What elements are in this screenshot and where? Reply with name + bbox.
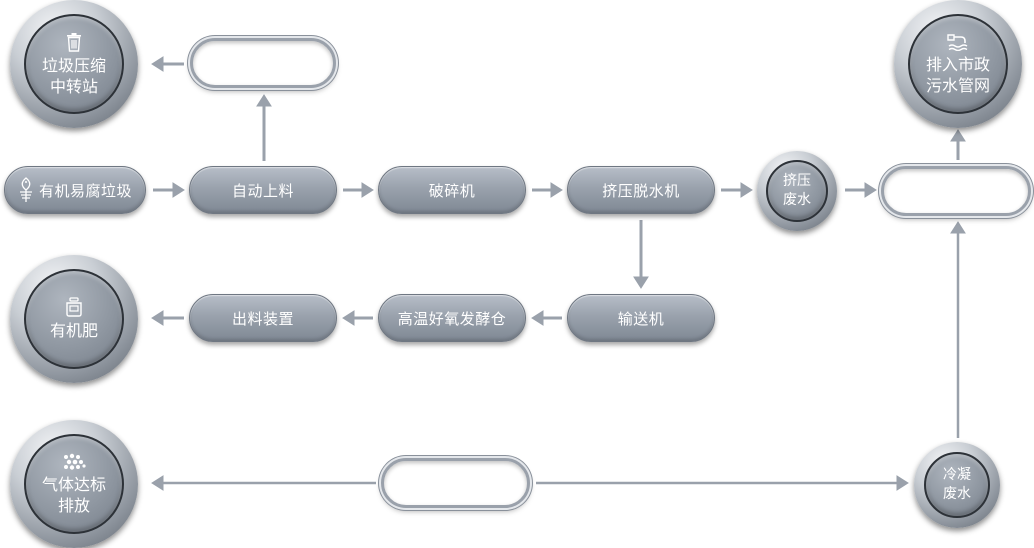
crusher-label: 破碎机 [428, 181, 476, 200]
fertilizer-pot-icon [64, 297, 84, 317]
transfer-station-label-line2: 中转站 [49, 76, 98, 96]
municipal-sewer-label-line2: 污水管网 [925, 75, 990, 95]
conveyor-label: 输送机 [617, 309, 665, 328]
press-wastewater-node: 挤压 废水 [757, 151, 837, 231]
arrow-press-to-wastewater [721, 182, 753, 198]
fish-bone-icon [18, 177, 34, 203]
condensed-wastewater-node: 冷凝 废水 [914, 442, 1000, 528]
transfer-station-label-line1: 垃圾压缩 [41, 55, 106, 75]
arrow-bottom-to-gas [151, 475, 376, 491]
arrow-box-to-sewer [950, 129, 966, 160]
arrow-waste-to-feed [153, 182, 185, 198]
organic-fertilizer-node: 有机肥 [10, 255, 138, 383]
municipal-sewer-label-line1: 排入市政 [925, 54, 990, 74]
arrow-press-to-conveyor [633, 220, 649, 289]
arrow-feed-to-crusher [343, 182, 374, 198]
arrow-box-to-station [151, 56, 184, 72]
conveyor-node: 输送机 [567, 294, 715, 342]
empty-box-top [190, 38, 336, 88]
crusher-node: 破碎机 [378, 166, 526, 214]
condensed-wastewater-label-line1: 冷凝 [943, 467, 971, 483]
arrow-crusher-to-press [532, 182, 563, 198]
gas-particles-icon [61, 453, 87, 471]
auto-feed-node: 自动上料 [189, 166, 337, 214]
aerobic-tank-node: 高温好氧发酵仓 [378, 294, 526, 342]
arrow-conveyor-to-tank [531, 310, 562, 326]
arrow-tank-to-discharge [342, 310, 373, 326]
discharge-device-node: 出料装置 [189, 294, 337, 342]
arrow-bottom-to-condensed [536, 475, 909, 491]
press-dewater-node: 挤压脱水机 [567, 166, 715, 214]
empty-box-right [881, 166, 1031, 216]
aerobic-tank-label: 高温好氧发酵仓 [397, 309, 507, 328]
discharge-device-label: 出料装置 [231, 309, 294, 328]
gas-discharge-label-line2: 排放 [57, 495, 90, 515]
trash-can-icon [65, 32, 83, 52]
condensed-wastewater-label-line2: 废水 [943, 486, 971, 502]
gas-discharge-node: 气体达标 排放 [10, 420, 138, 548]
auto-feed-label: 自动上料 [231, 181, 294, 200]
municipal-sewer-node: 排入市政 污水管网 [894, 0, 1022, 128]
arrow-discharge-to-fertilizer [151, 310, 184, 326]
press-wastewater-label-line1: 挤压 [783, 173, 811, 189]
organic-fertilizer-label: 有机肥 [49, 321, 98, 340]
organic-waste-node: 有机易腐垃圾 [4, 166, 146, 214]
organic-waste-label: 有机易腐垃圾 [38, 181, 132, 200]
press-dewater-label: 挤压脱水机 [602, 181, 680, 200]
arrow-condensed-up [950, 221, 966, 438]
arrow-feed-up [256, 94, 272, 161]
sewer-icon [946, 33, 970, 51]
empty-box-bottom [381, 458, 530, 508]
gas-discharge-label-line1: 气体达标 [41, 474, 106, 494]
arrow-wastewater-to-box [845, 182, 877, 198]
press-wastewater-label-line2: 废水 [783, 192, 811, 208]
transfer-station-node: 垃圾压缩 中转站 [10, 0, 138, 128]
